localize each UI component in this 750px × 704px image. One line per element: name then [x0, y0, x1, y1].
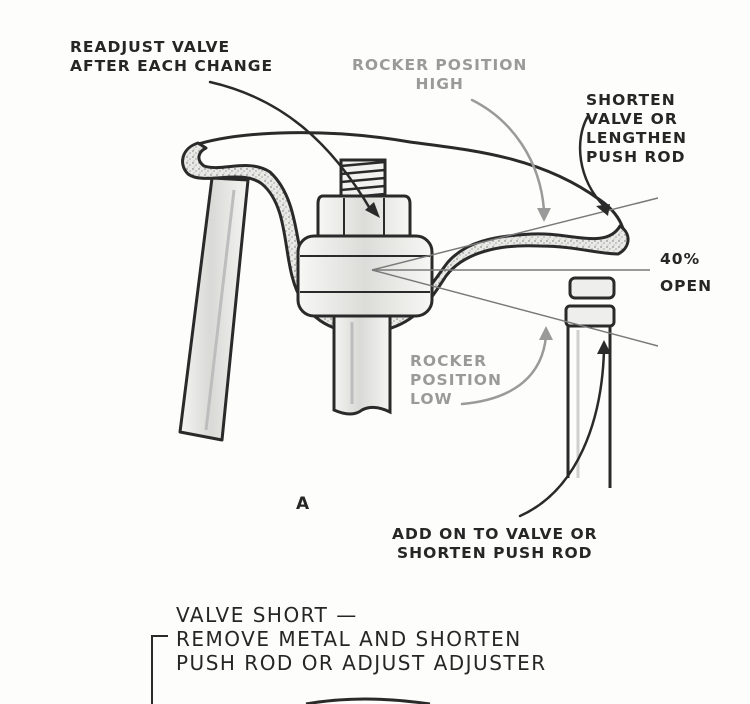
bottom-bracket [151, 635, 168, 704]
pivot-washer [296, 234, 434, 318]
label-add-on-valve: ADD ON TO VALVE OR SHORTEN PUSH ROD [392, 525, 598, 562]
arrow-rocker-high [470, 98, 546, 212]
label-push-rod-adjuster: PUSH ROD OR ADJUST ADJUSTER [176, 651, 547, 675]
left-push-rod [178, 176, 250, 442]
label-rocker-position-low: ROCKER POSITION LOW [410, 352, 502, 408]
arrow-rocker-low [460, 334, 548, 406]
arrow-add-on [518, 348, 606, 518]
label-percent-open: 40% [660, 250, 701, 268]
leader-arrows [208, 80, 611, 518]
label-panel-a: A [296, 494, 311, 514]
arrow-readjust [208, 80, 374, 214]
arrow-shorten [578, 114, 606, 208]
lower-stud [332, 314, 392, 416]
rocker-position-lines [371, 197, 659, 347]
adjuster-stud [339, 158, 387, 202]
rocker-arm-section [181, 141, 630, 334]
label-readjust-valve: READJUST VALVE AFTER EACH CHANGE [70, 38, 274, 75]
lock-nut [316, 194, 412, 242]
label-remove-metal: REMOVE METAL AND SHORTEN [176, 627, 522, 651]
label-shorten-valve: SHORTEN VALVE OR LENGTHEN PUSH ROD [586, 91, 687, 166]
valve-stem [564, 276, 616, 488]
label-valve-short: VALVE SHORT — [176, 603, 358, 627]
label-rocker-position-high: ROCKER POSITION HIGH [352, 56, 528, 93]
partial-rocker-b [305, 697, 431, 704]
label-open: OPEN [660, 277, 713, 295]
